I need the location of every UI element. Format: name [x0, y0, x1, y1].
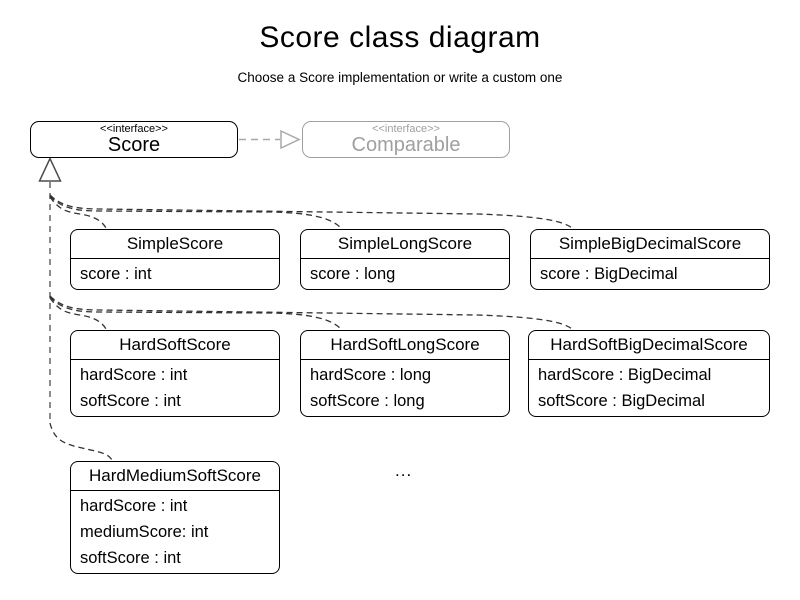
score-interface-name: Score — [107, 134, 161, 156]
attribute-compartment: hardScore : int mediumScore: int softSco… — [71, 490, 279, 573]
interface-box-score: <<interface>> Score — [30, 121, 238, 158]
class-name: HardSoftScore — [119, 335, 231, 354]
comparable-stereotype-label: <<interface>> — [372, 123, 440, 135]
branch-hard-soft-long-score — [49, 296, 342, 330]
score-stereotype-label: <<interface>> — [100, 123, 168, 135]
diagram-title: Score class diagram — [259, 21, 541, 54]
attribute: hardScore : long — [310, 366, 432, 384]
realization-triangle-icon — [280, 129, 301, 150]
attribute: mediumScore: int — [80, 523, 209, 541]
diagram-subtitle: Choose a Score implementation or write a… — [237, 70, 563, 85]
branch-hard-soft-score — [49, 297, 107, 330]
branch-simple-long-score — [49, 195, 342, 229]
more-implementations-ellipsis: ... — [395, 461, 413, 480]
class-name: HardMediumSoftScore — [89, 466, 261, 485]
class-box-hardsoftbigdecimalscore: HardSoftBigDecimalScore hardScore : BigD… — [528, 330, 770, 417]
attribute: score : BigDecimal — [540, 265, 678, 283]
class-box-hardmediumsoftscore: HardMediumSoftScore hardScore : int medi… — [70, 461, 280, 574]
class-box-simplebigdecimalscore: SimpleBigDecimalScore score : BigDecimal — [530, 229, 770, 290]
attribute: softScore : int — [80, 549, 181, 567]
comparable-interface-name: Comparable — [351, 134, 461, 156]
attribute: hardScore : int — [80, 497, 188, 515]
attribute: score : long — [310, 265, 396, 283]
class-box-hardsoftscore: HardSoftScore hardScore : int softScore … — [70, 330, 280, 417]
attribute: hardScore : BigDecimal — [538, 366, 712, 384]
inheritance-triangle-icon — [38, 156, 62, 182]
attribute-compartment: hardScore : int softScore : int — [71, 359, 279, 416]
attribute: score : int — [80, 265, 152, 283]
interface-box-comparable: <<interface>> Comparable — [302, 121, 510, 158]
class-name: SimpleScore — [126, 234, 224, 253]
attribute-compartment: score : int — [71, 258, 279, 289]
class-box-simplescore: SimpleScore score : int — [70, 229, 280, 290]
attribute-compartment: hardScore : long softScore : long — [301, 359, 509, 416]
class-name: HardSoftLongScore — [330, 335, 480, 354]
class-name: SimpleBigDecimalScore — [558, 234, 742, 253]
attribute: softScore : BigDecimal — [538, 392, 705, 410]
branch-hard-soft-big-decimal-score — [49, 295, 573, 330]
branch-simple-score — [49, 196, 107, 229]
class-box-simplelongscore: SimpleLongScore score : long — [300, 229, 510, 290]
attribute: hardScore : int — [80, 366, 188, 384]
branch-hard-medium-soft-score — [49, 422, 113, 461]
class-name: SimpleLongScore — [337, 234, 473, 253]
attribute-compartment: hardScore : BigDecimal softScore : BigDe… — [529, 359, 769, 416]
class-name: HardSoftBigDecimalScore — [550, 335, 748, 354]
attribute-compartment: score : BigDecimal — [531, 258, 769, 289]
class-box-hardsoftlongscore: HardSoftLongScore hardScore : long softS… — [300, 330, 510, 417]
attribute: softScore : int — [80, 392, 181, 410]
branch-simple-big-decimal-score — [49, 194, 573, 229]
score-comparable-realization-arrow — [239, 129, 301, 150]
attribute-compartment: score : long — [301, 258, 509, 289]
attribute: softScore : long — [310, 392, 425, 410]
